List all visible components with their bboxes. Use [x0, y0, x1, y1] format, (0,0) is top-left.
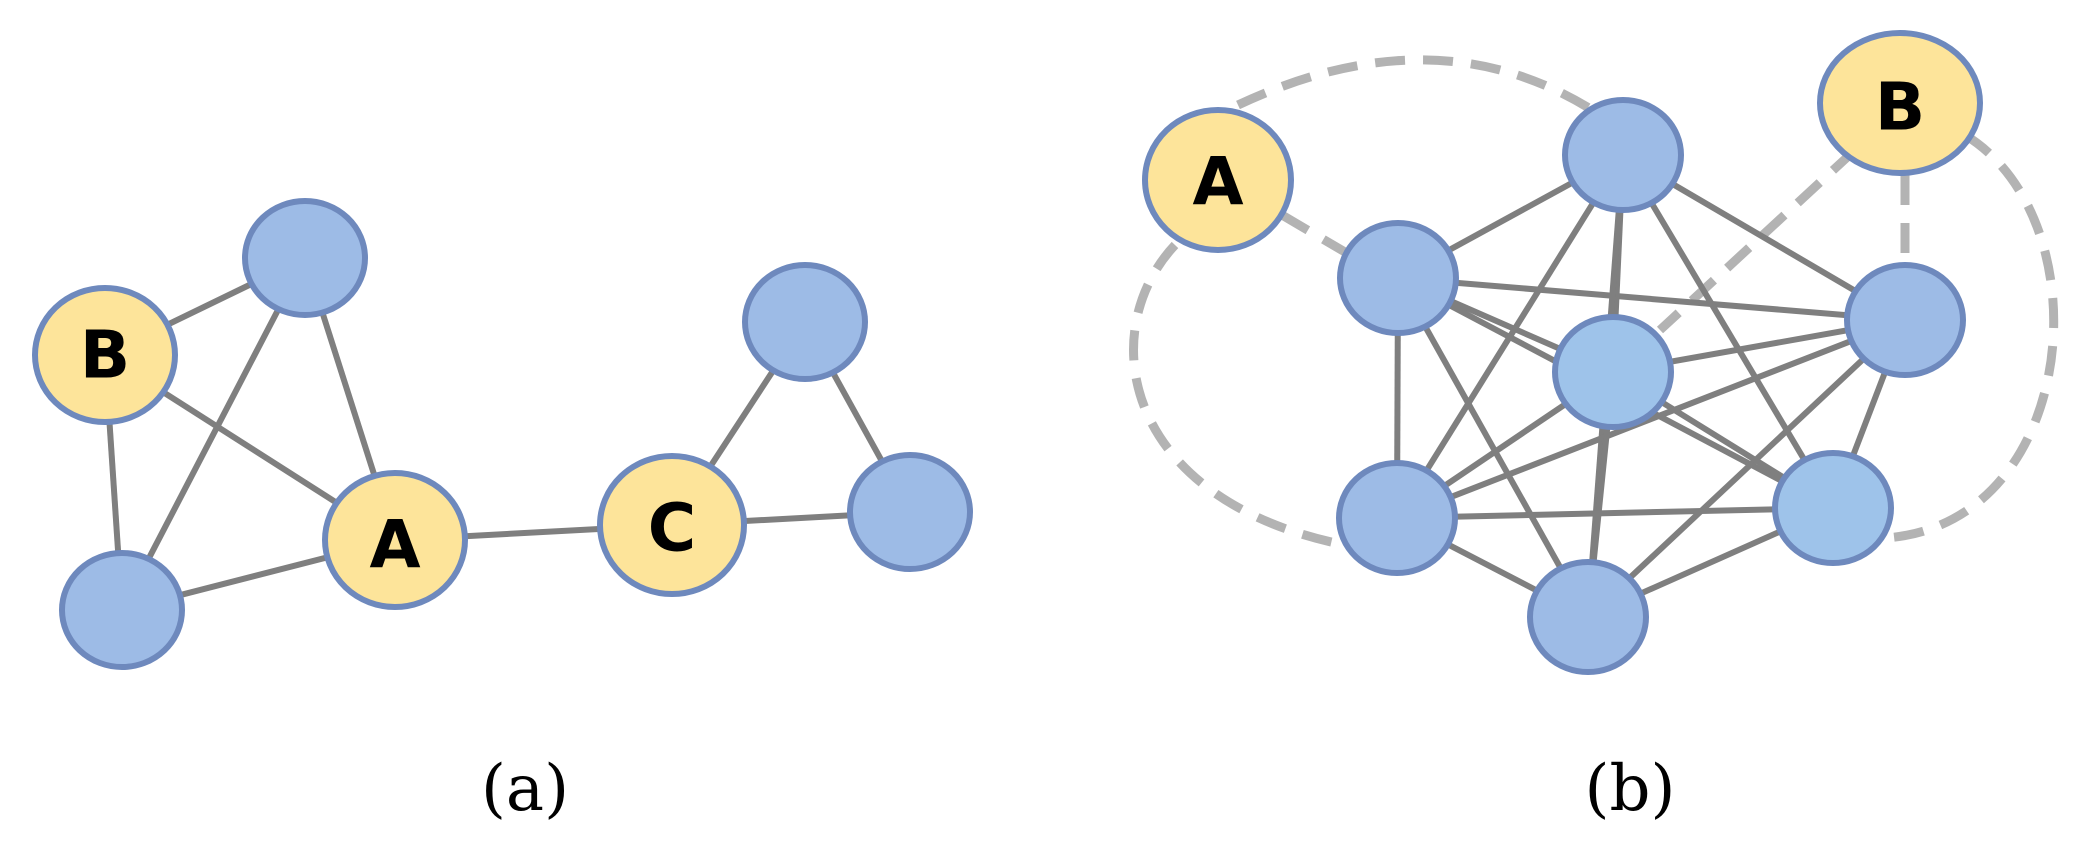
node-c: [597, 453, 747, 597]
node-a-bottomleft: [59, 550, 185, 670]
panel-b-caption: (b): [1585, 752, 1676, 826]
panel-b-nodes: A B: [1142, 30, 1983, 675]
edge-t-br: [1620, 153, 1836, 510]
node-c-label: C: [648, 490, 696, 567]
dashed-arc-b-bottomright: [1884, 131, 2059, 543]
node-b-top: [1562, 97, 1684, 213]
node-b-left: [1337, 220, 1459, 336]
node-b-bottom: [1527, 559, 1649, 675]
node-b-right: [1844, 262, 1966, 378]
edge-r-bl: [1395, 317, 1907, 521]
node-a-top: [242, 198, 368, 318]
node-b-bottomleft: [1336, 460, 1458, 576]
node-b-b: [1817, 30, 1983, 176]
edge-top-bottomleft: [119, 256, 308, 612]
edge-r-b: [1585, 317, 1908, 620]
panel-a-caption: (a): [481, 752, 569, 826]
node-a-label: A: [369, 507, 420, 584]
node-b-a-label: A: [1192, 144, 1243, 221]
node-b-center: [1552, 314, 1674, 430]
node-a: [322, 470, 468, 610]
panel-a: B A C (a): [32, 198, 973, 826]
panel-b: A B (b): [1129, 30, 2059, 826]
node-a-right: [847, 452, 973, 572]
edge-l-b: [1395, 276, 1591, 619]
edge-t-bl: [1394, 153, 1626, 520]
dashed-arc-a-top: [1236, 55, 1603, 119]
node-b-a: [1142, 107, 1294, 253]
node-a-topright: [742, 262, 868, 382]
dashed-edge-a-left: [1279, 211, 1353, 259]
dashed-arc-a-bottomleft: [1129, 241, 1346, 550]
edge-bl-br: [1396, 505, 1834, 521]
node-b-bottomright: [1772, 450, 1894, 566]
node-b-label: B: [80, 317, 130, 394]
edge-l-r: [1397, 275, 1906, 323]
node-b-b-label: B: [1875, 69, 1925, 146]
panel-a-nodes: B A C: [32, 198, 973, 670]
node-b: [32, 285, 178, 425]
